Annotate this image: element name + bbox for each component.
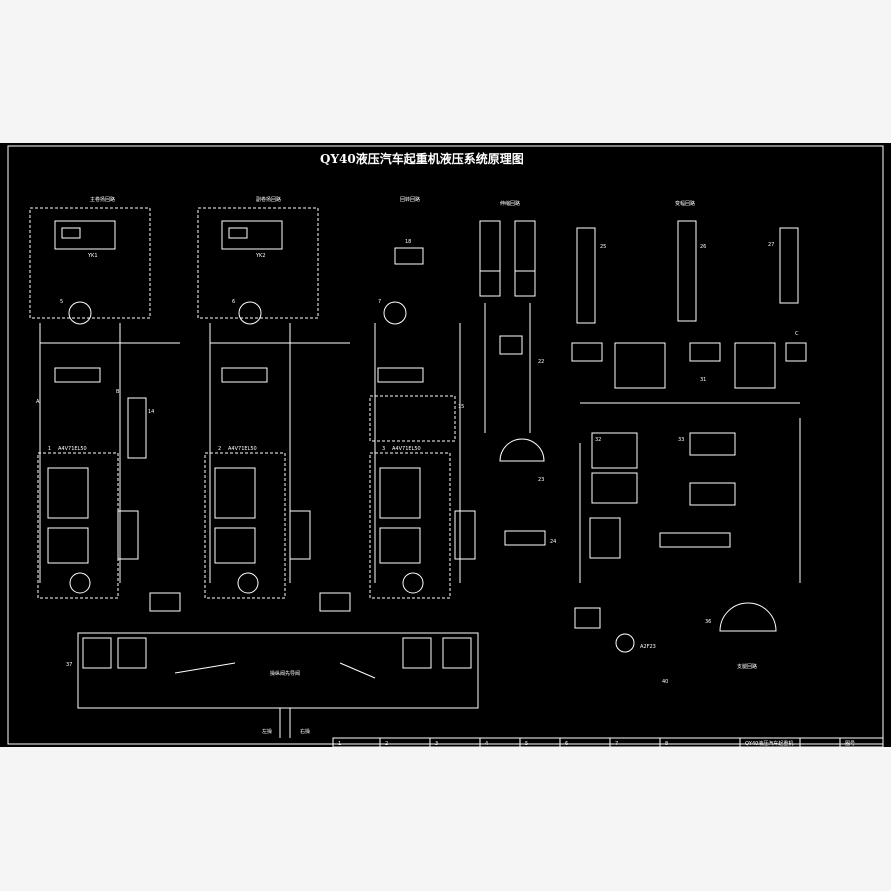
tb-cell-4: 4 [485, 741, 488, 747]
pump-label-2: A4V71EL50 [228, 446, 257, 452]
slewing-label: 回转回路 [400, 196, 420, 203]
aux-hoist-circuit: 副卷扬回路 YK2 6 A4V71EL50 2 [197, 196, 351, 612]
number-1: 1 [48, 446, 51, 452]
port-a-1: A [36, 399, 40, 405]
sheet-number: 图号 [845, 741, 855, 747]
telescoping-circuit: 伸缩回路 22 23 24 [479, 200, 556, 546]
number-26: 26 [700, 244, 706, 250]
port-yk2: YK2 [255, 253, 266, 259]
legend-right: 右操 [300, 728, 310, 735]
port-c: C [795, 331, 799, 337]
number-25: 25 [600, 244, 606, 250]
sheet-border [7, 145, 884, 745]
number-40: 40 [662, 679, 668, 685]
pump-label-3: A4V71EL50 [392, 446, 421, 452]
tb-cell-1: 1 [338, 741, 341, 747]
luffing-label: 变幅回路 [675, 200, 695, 207]
pump-label-40: A2F23 [640, 644, 656, 650]
drawing-name: QY40液压汽车起重机 [745, 740, 793, 747]
aux-hoist-label: 副卷扬回路 [256, 196, 281, 203]
tb-cell-8: 8 [665, 741, 668, 747]
luffing-circuit: 变幅回路 25 26 27 C 31 [571, 200, 807, 404]
tb-cell-2: 2 [385, 741, 388, 747]
main-hoist-circuit: 主卷扬回路 YK1 5 A B A4V71EL50 1 [29, 196, 181, 612]
number-32: 32 [595, 437, 601, 443]
number-2: 2 [218, 446, 221, 452]
number-31: 31 [700, 377, 706, 383]
number-24: 24 [550, 539, 556, 545]
number-36: 36 [705, 619, 711, 625]
title-block: 1 2 3 4 5 6 7 8 QY40液压汽车起重机 图号 [332, 737, 884, 747]
drawing-sheet: QY40液压汽车起重机液压系统原理图 主卷扬回路 YK1 5 A B A4V71… [0, 143, 891, 747]
number-15: 15 [458, 404, 464, 410]
main-hoist-label: 主卷扬回路 [90, 196, 115, 203]
tb-cell-3: 3 [435, 741, 438, 747]
number-23: 23 [538, 477, 544, 483]
outrigger-circuit: 32 33 36 支腿回路 A2F23 40 [574, 418, 801, 685]
number-37: 37 [66, 662, 72, 668]
number-3: 3 [382, 446, 385, 452]
pump-label-1: A4V71EL50 [58, 446, 87, 452]
number-22: 22 [538, 359, 544, 365]
number-6: 6 [232, 299, 235, 305]
control-valve-label: 操纵阀先导阀 [270, 670, 300, 677]
number-5: 5 [60, 299, 63, 305]
legend-left: 左操 [262, 728, 272, 735]
tb-cell-5: 5 [525, 741, 528, 747]
port-yk1: YK1 [87, 253, 98, 259]
tb-cell-7: 7 [615, 741, 618, 747]
slewing-circuit: 回转回路 18 7 15 A4V71EL50 3 14 [127, 196, 476, 599]
outrigger-label: 支腿回路 [737, 663, 757, 670]
number-7: 7 [378, 299, 381, 305]
port-b-1: B [116, 389, 120, 395]
control-valve-block: 37 操纵阀先导阀 左操 右操 [66, 632, 479, 738]
tb-cell-6: 6 [565, 741, 568, 747]
hydraulic-schematic: QY40液压汽车起重机液压系统原理图 主卷扬回路 YK1 5 A B A4V71… [7, 145, 884, 747]
number-14: 14 [148, 409, 154, 415]
diagram-title: QY40液压汽车起重机液压系统原理图 [320, 151, 524, 166]
number-18: 18 [405, 239, 411, 245]
telescoping-label: 伸缩回路 [500, 200, 520, 207]
number-33: 33 [678, 437, 684, 443]
number-27: 27 [768, 242, 774, 248]
